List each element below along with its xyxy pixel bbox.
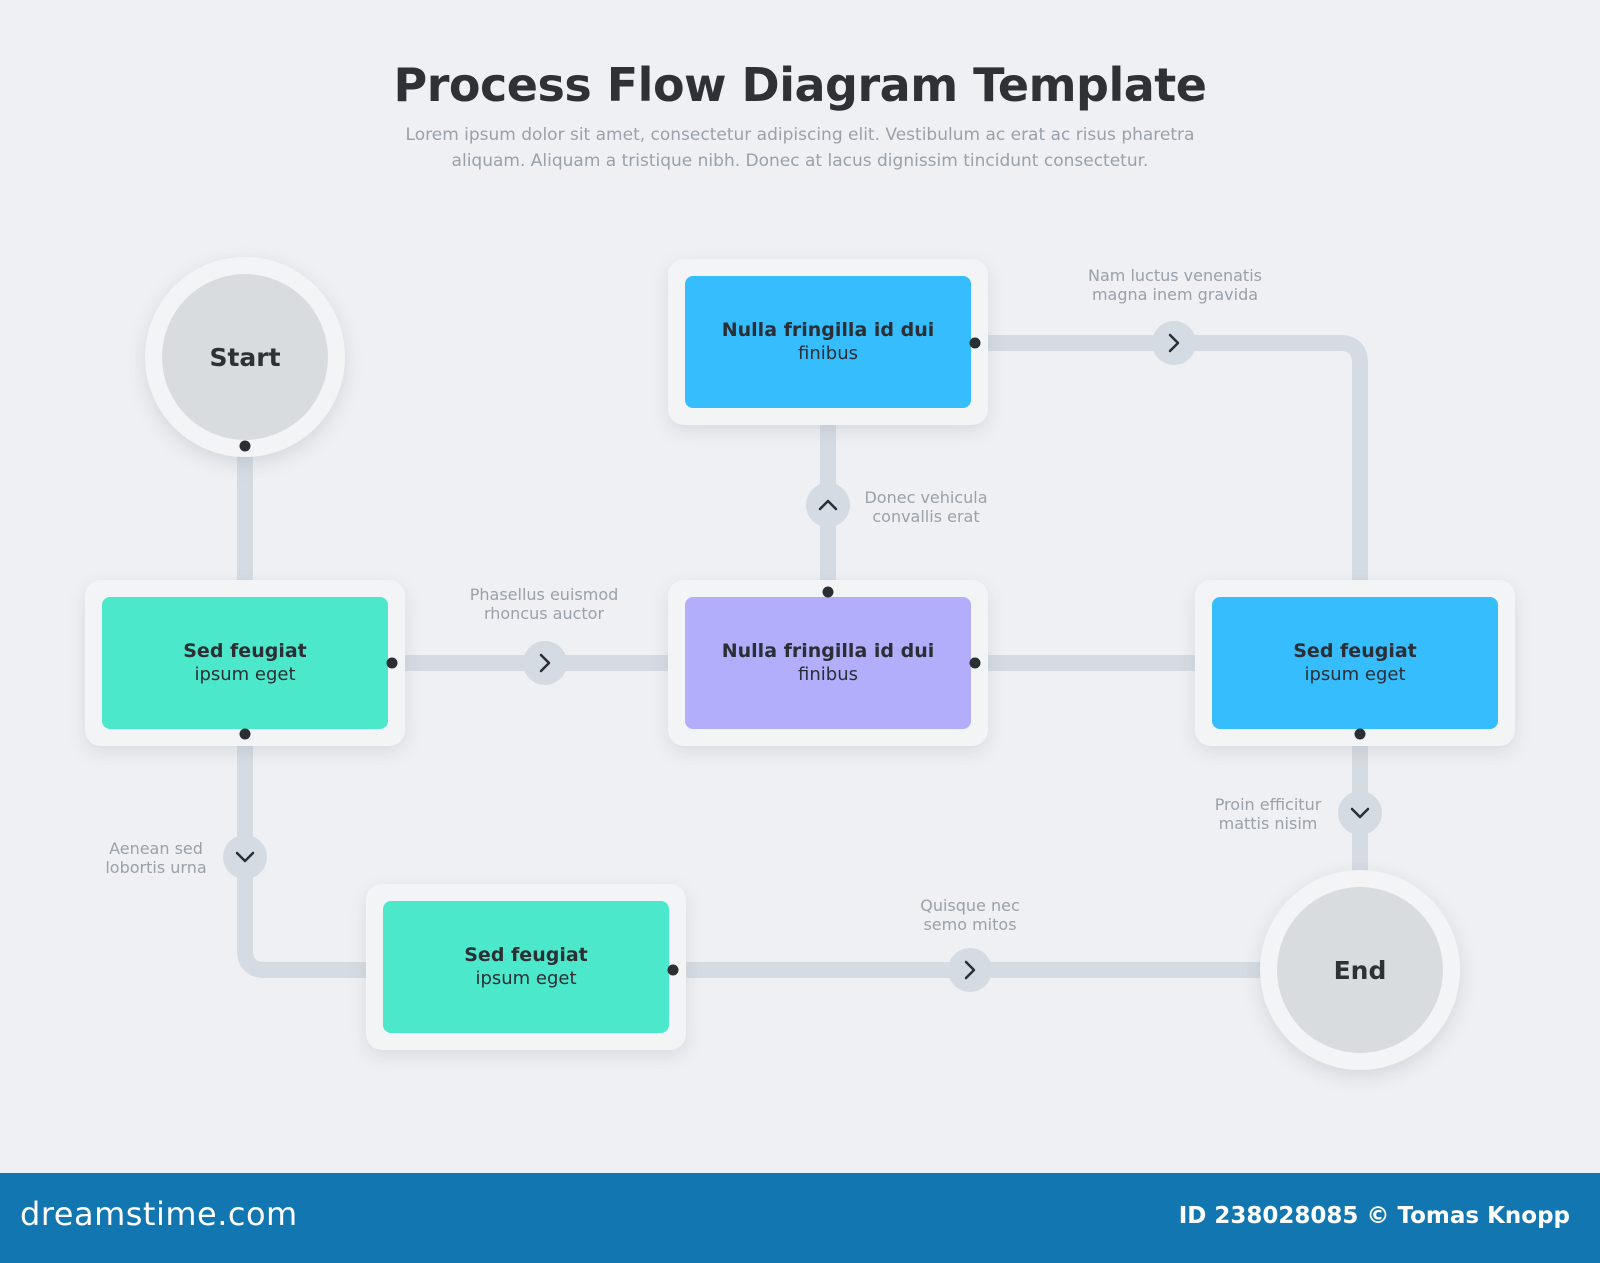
chevron-node-6 [1338, 791, 1382, 835]
step-3-subtitle: finibus [798, 664, 858, 685]
label-step5-to-end: Quisque nec semo mitos [870, 896, 1070, 934]
step-2-title: Nulla fringilla id dui [721, 319, 935, 341]
label-line: lobortis urna [105, 858, 207, 877]
step-4-title: Sed feugiat [1293, 640, 1417, 662]
connector-step1-to-step5 [237, 726, 386, 978]
label-line: Nam luctus venenatis [1088, 266, 1262, 285]
label-line: Proin efficitur [1214, 795, 1322, 814]
step-1-box: Sed feugiat ipsum eget [102, 597, 388, 729]
process-step-3[interactable]: Nulla fringilla id dui finibus [668, 580, 988, 746]
label-line: rhoncus auctor [483, 604, 605, 623]
step-5-box: Sed feugiat ipsum eget [383, 901, 669, 1033]
footer-bar: dreamstime.com ID 238028085 © Tomas Knop… [0, 1173, 1600, 1263]
label-step2-to-step4: Nam luctus venenatis magna inem gravida [1075, 266, 1275, 304]
label-line: Quisque nec [920, 896, 1020, 915]
chevron-right-icon [964, 960, 976, 980]
process-step-1[interactable]: Sed feugiat ipsum eget [85, 580, 405, 746]
step-4-box: Sed feugiat ipsum eget [1212, 597, 1498, 729]
chevron-node-5 [948, 948, 992, 992]
process-step-4[interactable]: Sed feugiat ipsum eget [1195, 580, 1515, 746]
label-step1-to-step5: Aenean sed lobortis urna [56, 839, 256, 877]
label-line: magna inem gravida [1091, 285, 1259, 304]
start-node[interactable]: Start [145, 257, 345, 457]
subtitle-line-1: Lorem ipsum dolor sit amet, consectetur … [405, 125, 1195, 145]
label-line: convallis erat [872, 507, 980, 526]
chevron-down-icon [1350, 807, 1370, 819]
step-2-box: Nulla fringilla id dui finibus [685, 276, 971, 408]
end-label: End [1277, 887, 1443, 1053]
label-line: Aenean sed [109, 839, 203, 858]
label-line: mattis nisim [1218, 814, 1318, 833]
step-3-title: Nulla fringilla id dui [721, 640, 935, 662]
label-line: Phasellus euismod [469, 585, 619, 604]
image-credit: ID 238028085 © Tomas Knopp [1178, 1203, 1570, 1229]
chevron-node-4 [223, 835, 267, 879]
label-step4-to-end: Proin efficitur mattis nisim [1168, 795, 1368, 833]
label-step3-to-step2: Donec vehicula convallis erat [826, 488, 1026, 526]
page-title: Process Flow Diagram Template [393, 58, 1207, 112]
step-5-title: Sed feugiat [464, 944, 588, 966]
process-step-2[interactable]: Nulla fringilla id dui finibus [668, 259, 988, 425]
label-step1-to-step3: Phasellus euismod rhoncus auctor [444, 585, 644, 623]
end-node[interactable]: End [1260, 870, 1460, 1070]
label-line: Donec vehicula [864, 488, 988, 507]
step-3-box: Nulla fringilla id dui finibus [685, 597, 971, 729]
label-line: semo mitos [923, 915, 1017, 934]
flow-connectors [223, 321, 1382, 992]
chevron-node-1 [523, 641, 567, 685]
step-2-subtitle: finibus [798, 343, 858, 364]
connector-step2-to-step4 [967, 335, 1368, 598]
chevron-right-icon [539, 653, 551, 673]
step-1-subtitle: ipsum eget [194, 664, 296, 685]
process-step-5[interactable]: Sed feugiat ipsum eget [366, 884, 686, 1050]
start-label: Start [162, 274, 328, 440]
step-4-subtitle: ipsum eget [1304, 664, 1406, 685]
step-5-subtitle: ipsum eget [475, 968, 577, 989]
chevron-right-icon [1168, 333, 1180, 353]
chevron-node-2 [806, 483, 850, 527]
site-logo[interactable]: dreamstime.com [20, 1195, 298, 1233]
chevron-node-3 [1152, 321, 1196, 365]
page-subtitle: Lorem ipsum dolor sit amet, consectetur … [390, 122, 1210, 174]
subtitle-line-2: aliquam. Aliquam a tristique nibh. Donec… [451, 151, 1149, 171]
chevron-down-icon [235, 851, 255, 863]
chevron-up-icon [818, 499, 838, 511]
step-1-title: Sed feugiat [183, 640, 307, 662]
